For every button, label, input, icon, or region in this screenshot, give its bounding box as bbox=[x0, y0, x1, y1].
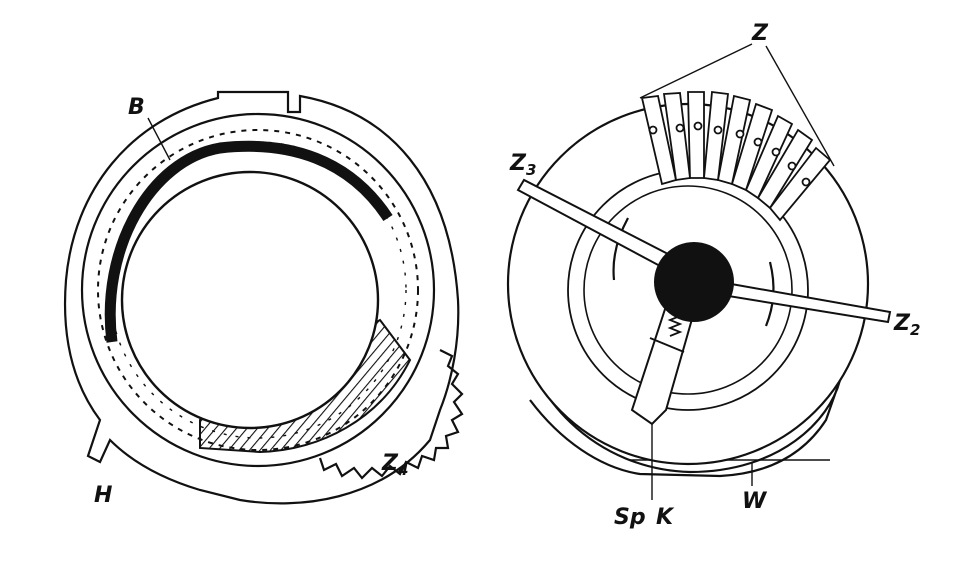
hub-k bbox=[654, 242, 734, 322]
label-z2: Z2 bbox=[893, 311, 920, 339]
right-disc-assembly: Z Z3 Z2 Sp K W bbox=[506, 21, 920, 530]
leader-z-right bbox=[765, 45, 835, 167]
left-gear-assembly: B H Z4 bbox=[63, 90, 464, 508]
label-h: H bbox=[94, 483, 112, 508]
label-z: Z bbox=[751, 21, 769, 46]
gear-teeth bbox=[318, 349, 464, 480]
spring-band-b-hatch bbox=[106, 142, 391, 343]
inner-ring-line bbox=[80, 112, 436, 468]
comb-z bbox=[640, 90, 832, 222]
label-z3: Z3 bbox=[509, 151, 536, 179]
label-w: W bbox=[742, 489, 768, 514]
label-k: K bbox=[656, 505, 675, 530]
label-sp: Sp bbox=[614, 505, 646, 530]
outer-ring bbox=[63, 90, 460, 505]
label-z4: Z4 bbox=[381, 451, 408, 479]
disc-inner-ring-2 bbox=[583, 185, 793, 395]
pawl-band bbox=[649, 337, 685, 353]
leader-b bbox=[147, 117, 171, 161]
arc-mark-left bbox=[612, 217, 629, 281]
leader-z-left bbox=[639, 43, 753, 99]
slot-ring bbox=[97, 129, 419, 451]
wheel-w bbox=[514, 299, 842, 478]
label-b: B bbox=[128, 95, 145, 120]
inner-circle bbox=[120, 170, 380, 430]
